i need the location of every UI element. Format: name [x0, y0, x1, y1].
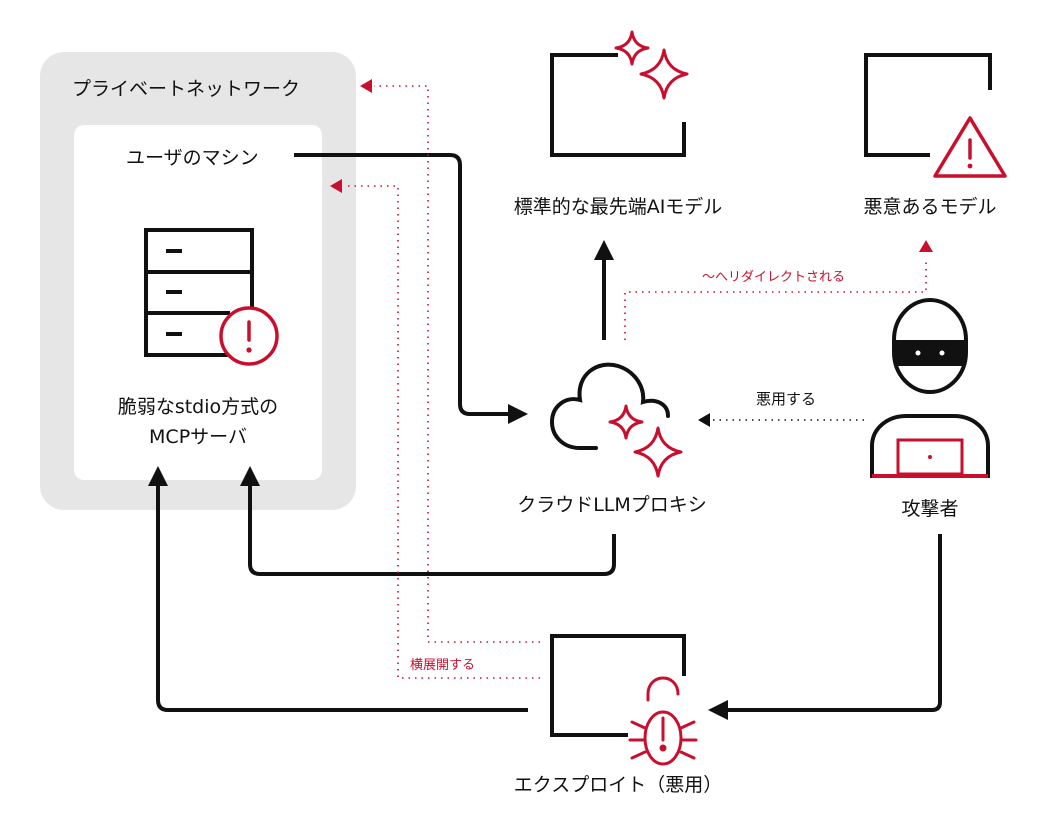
arrow-machine-to-proxy [294, 153, 528, 424]
server-warning-icon [219, 306, 279, 366]
user-machine-label: ユーザのマシン [126, 147, 259, 169]
arrow-exploit-to-server [148, 466, 528, 712]
sparkle-icon [614, 30, 689, 100]
arrow-attacker-to-exploit [708, 534, 942, 720]
standard-model-monitor-icon [550, 53, 686, 157]
malicious-model-label: 悪意あるモデル [863, 196, 997, 218]
proxy-label: クラウドLLMプロキシ [517, 494, 707, 516]
warning-triangle-icon [933, 116, 1007, 178]
exploit-monitor-icon [550, 634, 686, 737]
abuse-arrowhead [698, 413, 710, 427]
lateral-label: 横展開する [410, 658, 476, 673]
arrow-proxy-to-server [240, 466, 616, 576]
unlocked-bug-icon [628, 676, 698, 766]
redirect-dotted-line [624, 260, 927, 340]
private-network-title: プライベートネットワーク [72, 78, 301, 100]
redirect-label: ～へリダイレクトされる [702, 270, 846, 285]
attacker-icon [870, 297, 990, 478]
standard-model-label: 標準的な最先端AIモデル [513, 196, 723, 218]
user-machine-panel [74, 125, 322, 480]
abuse-label: 悪用する [756, 390, 817, 408]
lateral-arrowhead-bottom [330, 179, 342, 193]
attacker-label: 攻撃者 [901, 498, 959, 520]
lateral-arrowhead-top [360, 79, 372, 93]
server-label-line1: 脆弱なstdio方式の [117, 396, 279, 418]
lateral-dotted-lines [344, 85, 540, 679]
redirect-arrowhead [919, 240, 933, 252]
malicious-model-monitor-icon [864, 53, 992, 157]
cloud-icon [549, 362, 670, 450]
server-rack-icon [144, 228, 254, 357]
server-label-line2: MCPサーバ [149, 426, 247, 448]
proxy-sparkle-icon [608, 404, 683, 478]
exploit-label: エクスプロイト（悪用） [513, 774, 723, 796]
